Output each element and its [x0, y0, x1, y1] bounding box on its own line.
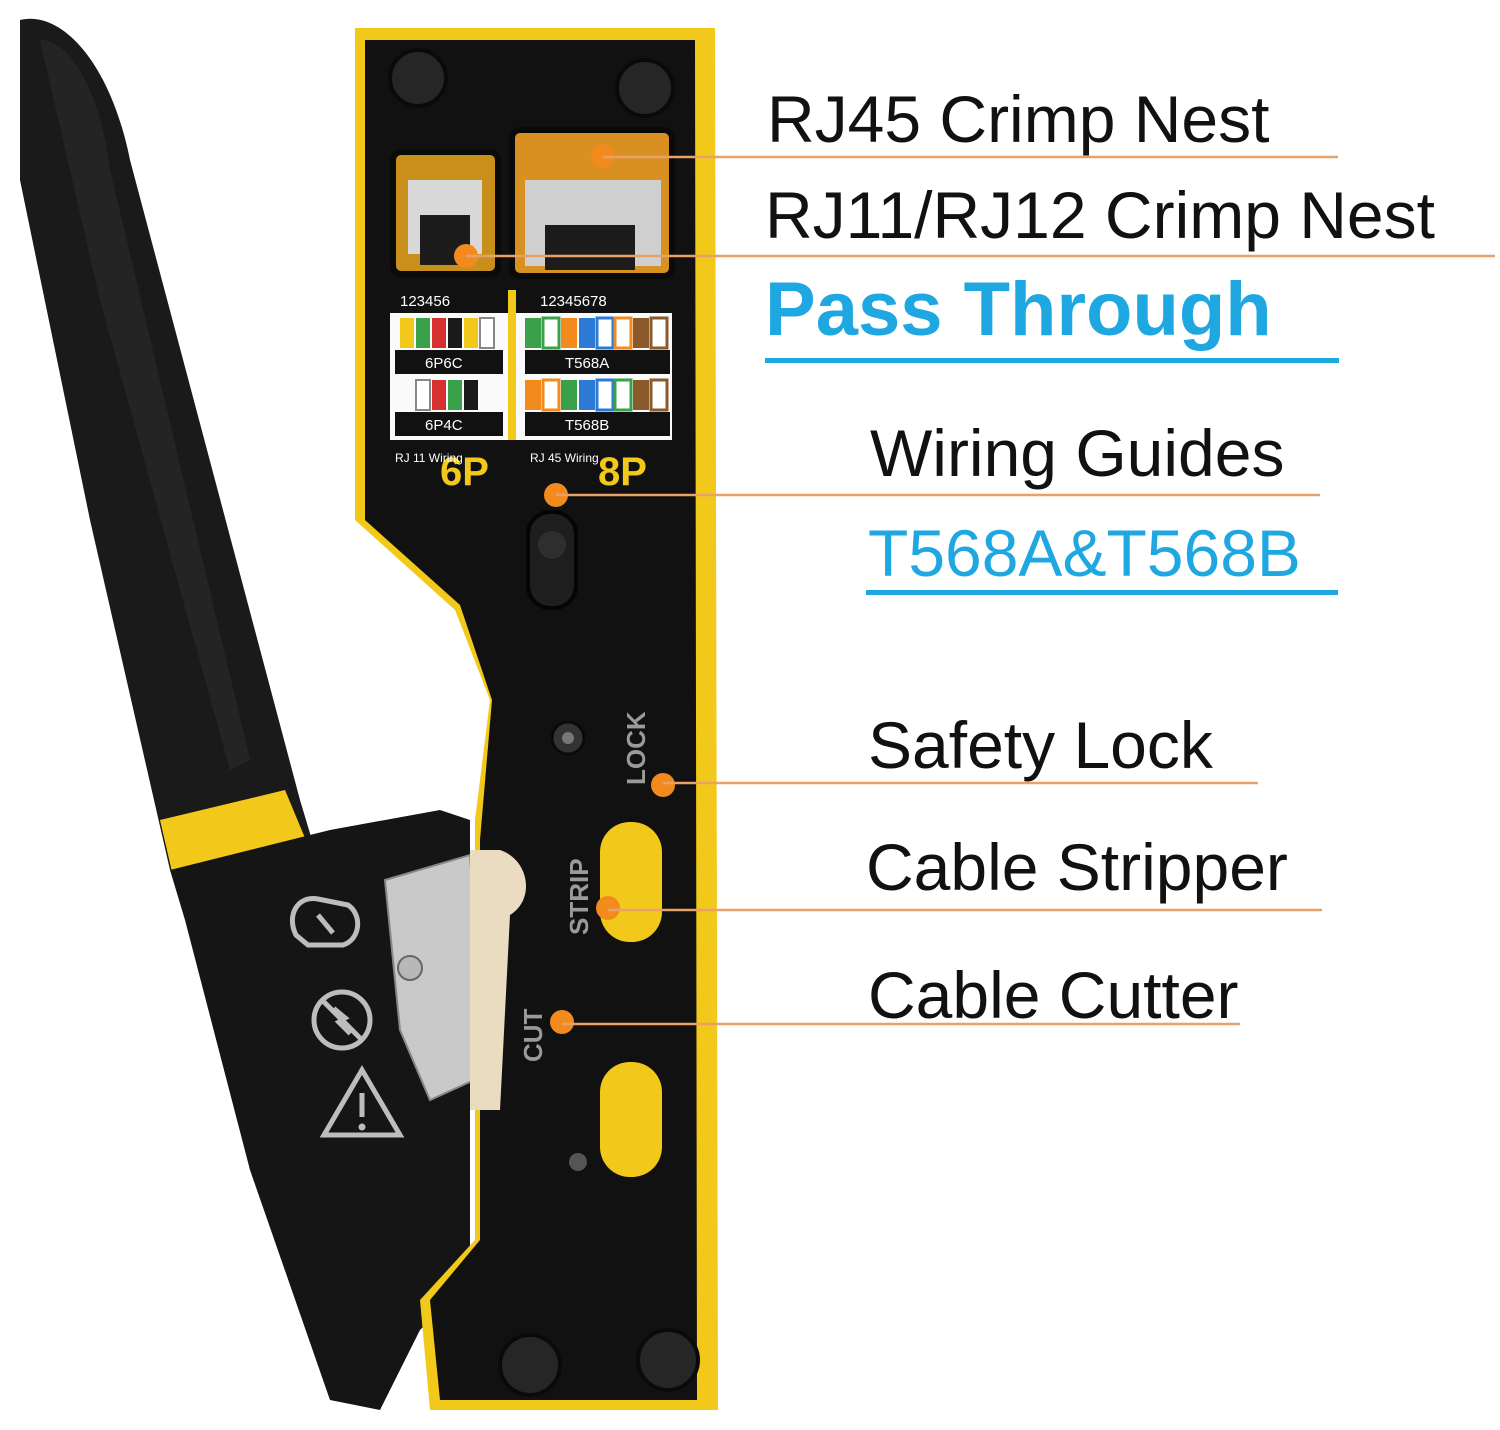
t568a-text: T568A [565, 355, 609, 372]
handle-yellow-band [160, 790, 310, 885]
rj45-wiring-text: RJ 45 Wiring [530, 451, 599, 465]
p6c-color-row [400, 317, 495, 349]
screw-top-left [388, 48, 448, 108]
wiring-guides-label: Wiring Guides [870, 416, 1285, 490]
screw-top-right [615, 58, 675, 118]
big-6p-label: 6P [440, 450, 489, 494]
cable-stripping-icon [289, 896, 360, 948]
pin-numbers-6p: 123456 [400, 293, 450, 310]
t568b-text: T568B [565, 417, 609, 434]
p4c-color-row [415, 379, 478, 411]
cut-slot [600, 1062, 662, 1177]
callout-dot-cut [550, 1010, 574, 1034]
warning-triangle-icon [319, 1065, 405, 1138]
rj11-crimp-nest-label: RJ11/RJ12 Crimp Nest [765, 178, 1435, 252]
strip-slot [600, 822, 662, 942]
t568b-color-row [525, 378, 669, 412]
no-live-wire-icon [311, 989, 373, 1051]
rj11-wiring-text: RJ 11 Wiring [395, 451, 463, 465]
pin-numbers-8p: 12345678 [540, 293, 607, 310]
wiring-standards-underline [866, 590, 1338, 595]
rj45-crimp-nest-label: RJ45 Crimp Nest [767, 82, 1270, 156]
strip-marking: STRIP [564, 858, 594, 935]
screw-bottom-left [498, 1333, 562, 1397]
p6c-text: 6P6C [425, 355, 463, 372]
callout-dot-strip [596, 896, 620, 920]
screw-bottom-right [636, 1328, 700, 1392]
cutter-blade [383, 853, 487, 1102]
cable-cutter-label: Cable Cutter [868, 958, 1239, 1032]
t568a-color-row [525, 316, 669, 350]
lock-marking: LOCK [621, 711, 651, 785]
cable-stripper-label: Cable Stripper [866, 830, 1288, 904]
safety-lock-label: Safety Lock [868, 708, 1213, 782]
big-8p-label: 8P [598, 450, 647, 494]
callout-lines [466, 155, 1495, 1026]
callout-dot-lock [651, 773, 675, 797]
cut-marking: CUT [518, 1008, 548, 1062]
pass-through-label: Pass Through [765, 267, 1272, 352]
pass-through-underline [765, 358, 1339, 363]
wiring-standards-label: T568A&T568B [868, 516, 1301, 590]
handle-highlight [40, 40, 250, 770]
pass-through-slider [526, 510, 578, 610]
p4c-text: 6P4C [425, 417, 463, 434]
